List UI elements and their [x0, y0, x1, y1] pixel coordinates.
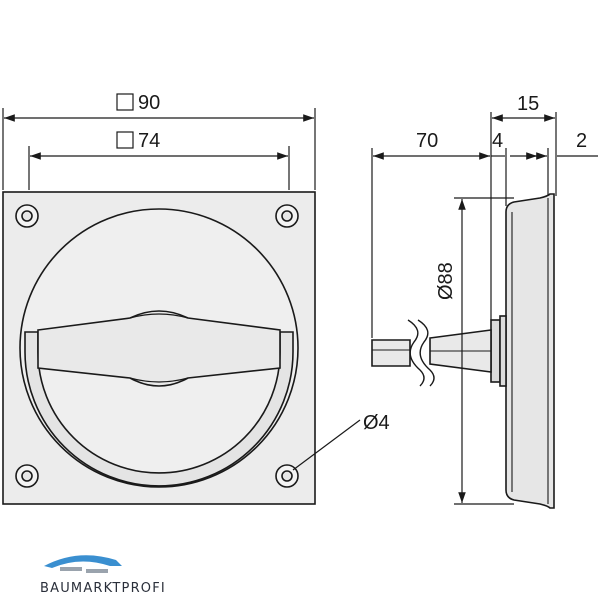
label-inner-square: 74 — [138, 130, 160, 152]
mounting-hole-bottom-right — [275, 464, 299, 488]
square-symbol-90 — [116, 93, 134, 111]
label-flange: 2 — [576, 130, 587, 152]
mounting-hole-top-right — [275, 204, 299, 228]
shaft-break — [407, 319, 425, 387]
label-depth: 70 — [416, 130, 438, 152]
shaft-boss — [490, 319, 501, 383]
logo-text: BAUMARKTPROFI — [40, 581, 166, 596]
front-view — [2, 191, 316, 505]
logo-roof-icon — [44, 555, 122, 568]
mounting-hole-bottom-left — [15, 464, 39, 488]
baumarktprofi-logo: BAUMARKTPROFI — [40, 555, 166, 596]
hole-leader — [292, 419, 361, 471]
square-shaft — [371, 339, 411, 367]
label-cup-diameter: Ø88 — [435, 262, 457, 300]
label-hole-diameter: Ø4 — [363, 412, 390, 434]
front-dimensions — [2, 93, 361, 471]
label-thickness: 4 — [492, 130, 503, 152]
label-total-depth: 15 — [517, 93, 539, 115]
center-lever — [37, 310, 281, 387]
mounting-hole-top-left — [15, 204, 39, 228]
side-dimensions — [371, 112, 598, 505]
label-outer-square: 90 — [138, 92, 160, 114]
cup-body — [505, 193, 555, 509]
side-view — [371, 193, 555, 509]
ring-handle — [24, 331, 294, 487]
square-symbol-74 — [116, 131, 134, 149]
